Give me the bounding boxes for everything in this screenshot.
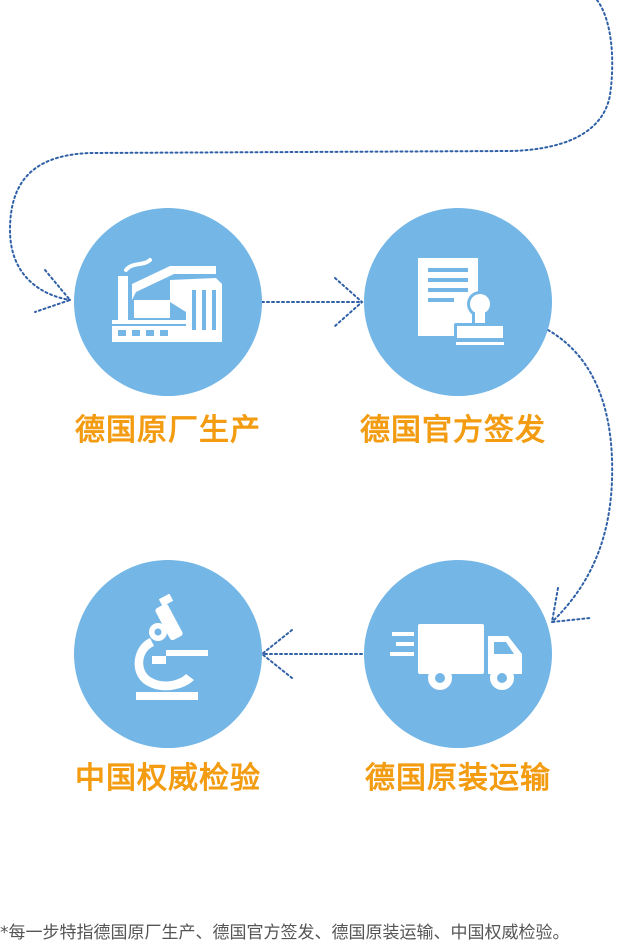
connector-intro xyxy=(8,0,614,301)
footnote: *每一步特指德国原厂生产、德国官方签发、德国原装运输、中国权威检验。 xyxy=(0,923,570,943)
factory-icon xyxy=(112,258,222,342)
arrowhead-1-2 xyxy=(334,277,364,327)
arrowhead-3-4 xyxy=(260,629,293,679)
truck-icon xyxy=(390,624,522,690)
microscope-icon xyxy=(134,594,208,700)
step-3-label: 德国原装运输 xyxy=(365,761,551,796)
step-4-label: 中国权威检验 xyxy=(75,761,261,796)
certificate-stamp-icon xyxy=(418,258,506,346)
arrowhead-intro xyxy=(34,269,72,313)
step-2-label: 德国官方签发 xyxy=(360,413,546,448)
connector-2-3 xyxy=(547,329,614,623)
step-1-circle xyxy=(74,208,262,396)
arrowhead-2-3 xyxy=(550,587,591,624)
step-3-circle xyxy=(364,560,552,748)
step-4-circle xyxy=(74,560,262,748)
step-2-circle xyxy=(364,208,552,396)
step-1-label: 德国原厂生产 xyxy=(75,413,261,448)
